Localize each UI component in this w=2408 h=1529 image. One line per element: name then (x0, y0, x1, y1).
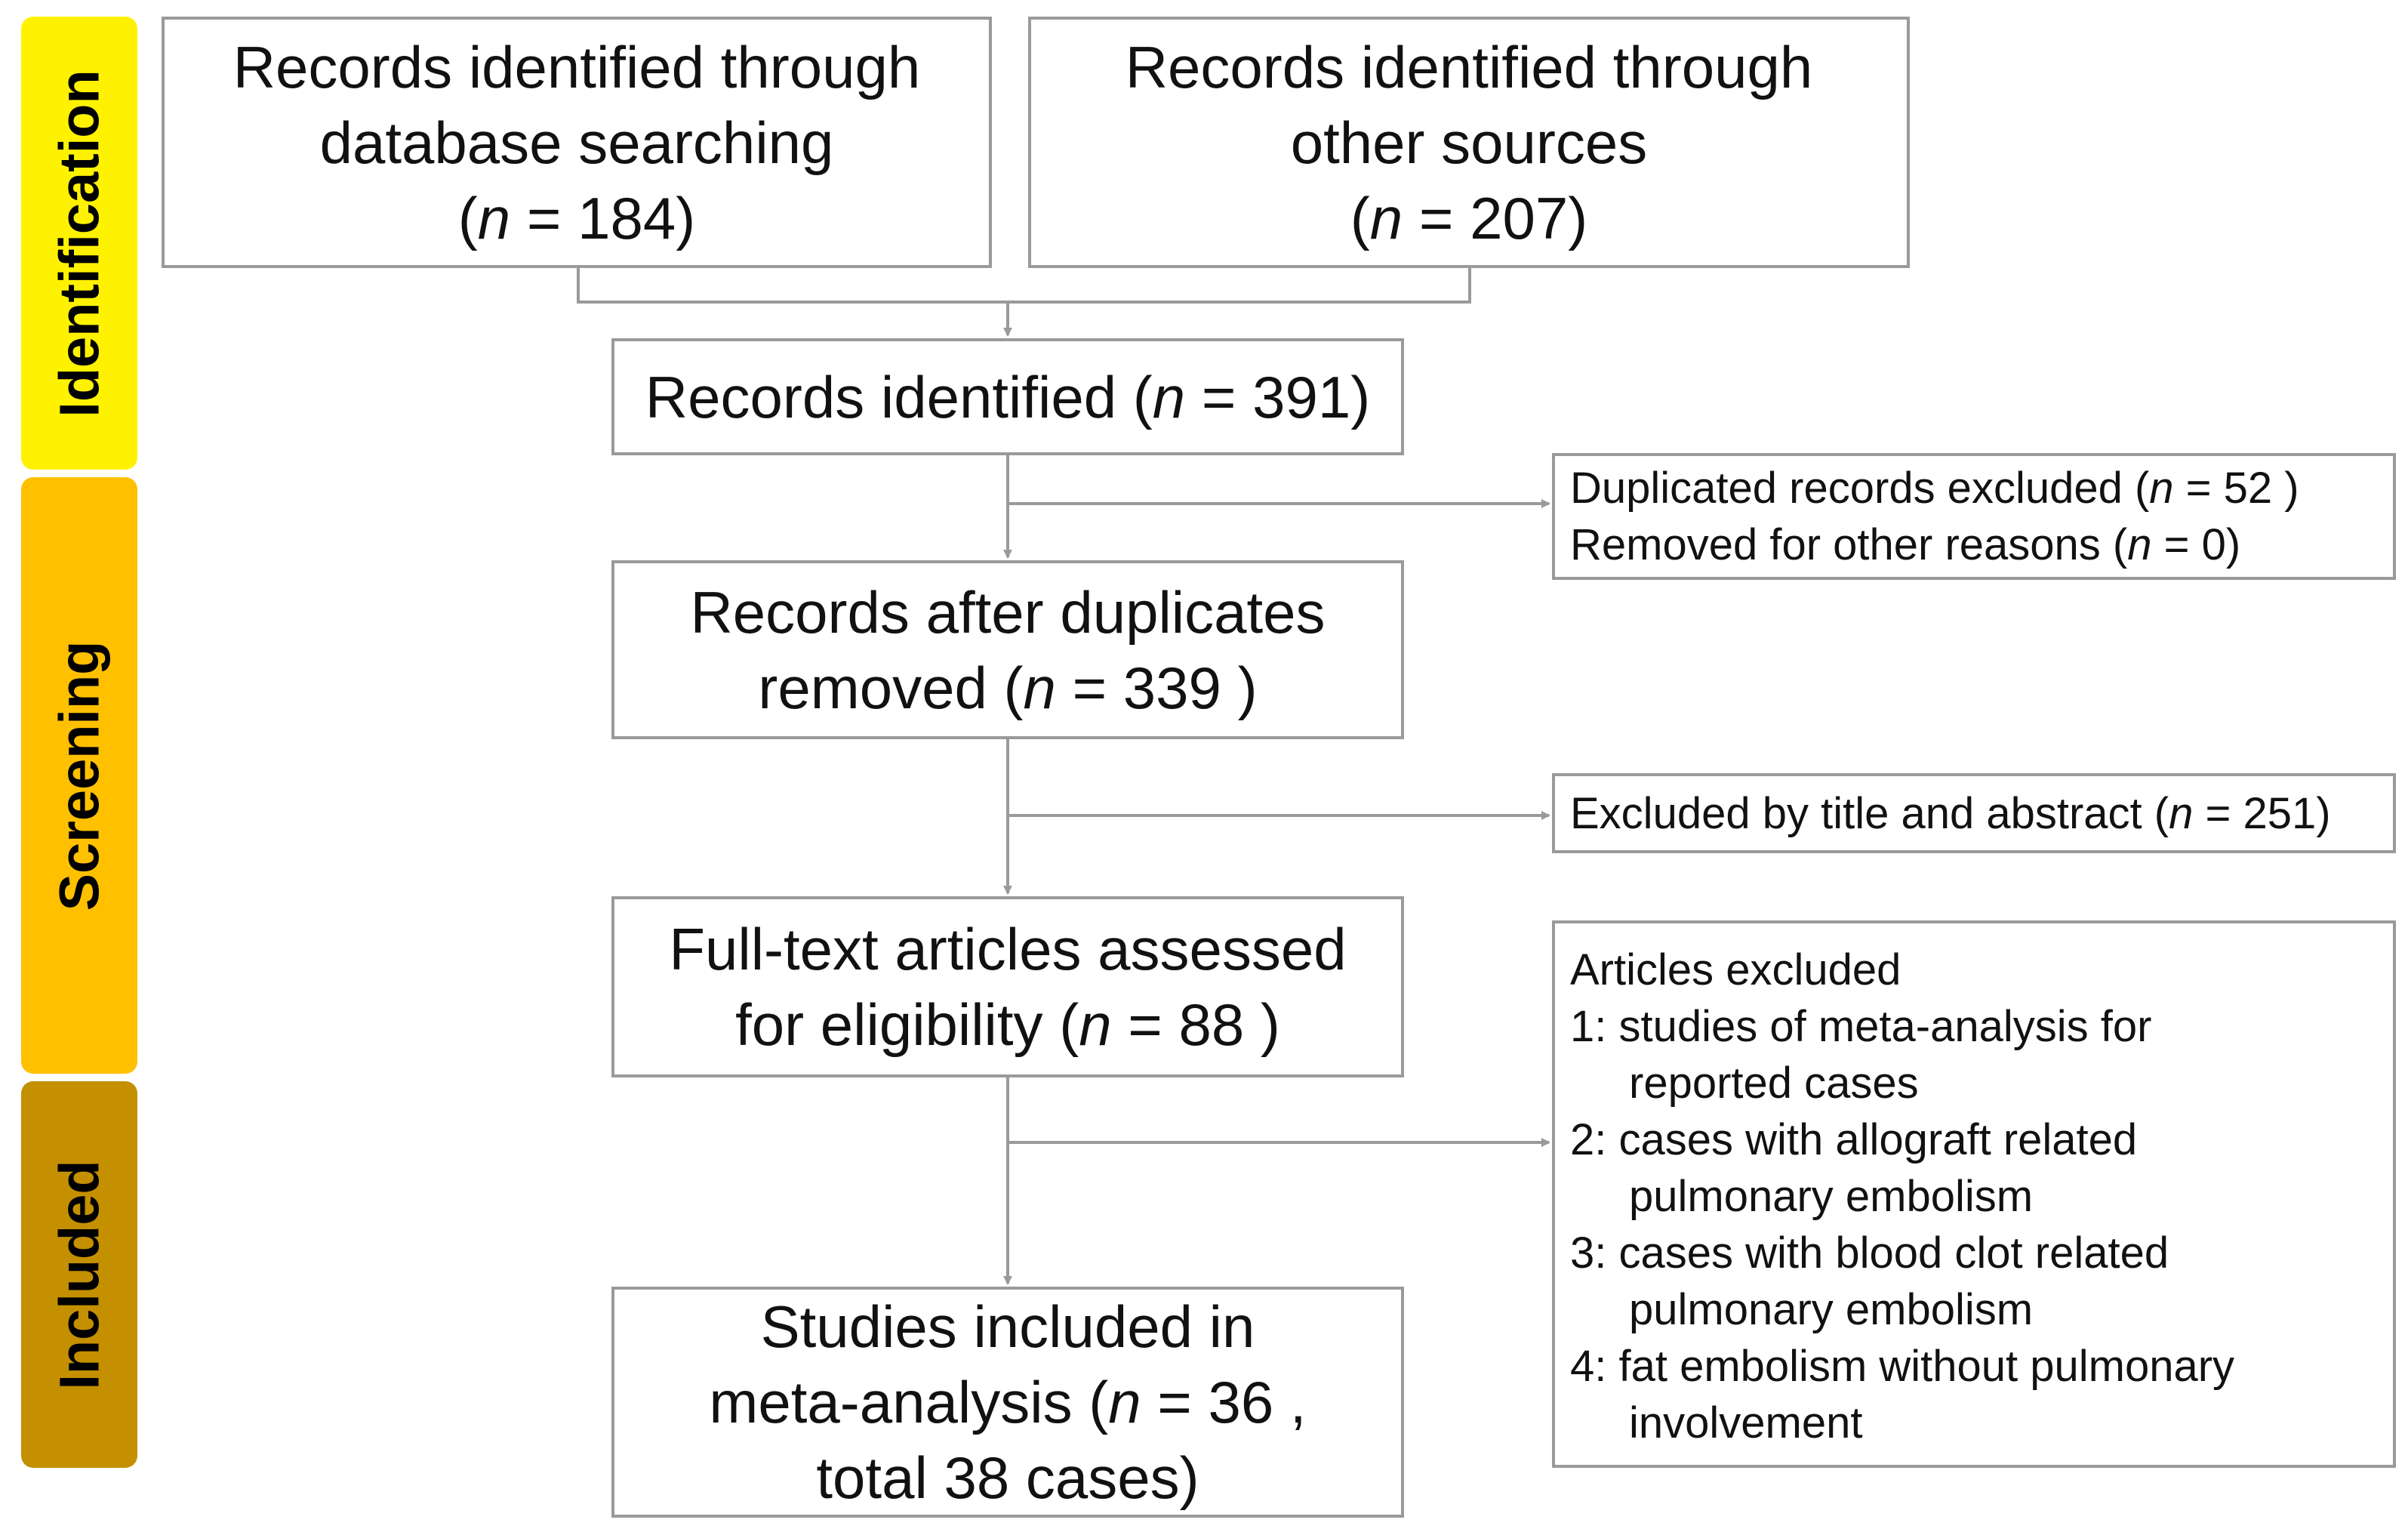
box-other-sources: Records identified through other sources… (1028, 17, 1910, 268)
other-line1: Records identified through (1125, 33, 1813, 100)
box-duplicates-excluded: Duplicated records excluded (n = 52 ) Re… (1552, 453, 2396, 580)
box-database-searching: Records identified through database sear… (162, 17, 992, 268)
exclusion-reason-1: 1: studies of meta-analysis for (1570, 1002, 2152, 1051)
box-title-abstract-excluded: Excluded by title and abstract (n = 251) (1552, 773, 2396, 853)
box-studies-included: Studies included in meta-analysis (n = 3… (611, 1287, 1404, 1518)
box-after-duplicates: Records after duplicates removed (n = 33… (611, 560, 1404, 739)
box-records-identified: Records identified (n = 391) (611, 338, 1404, 455)
db-line1: Records identified through (232, 33, 921, 100)
included-line3: total 38 cases) (816, 1444, 1199, 1511)
exclusion-reason-1-cont: reported cases (1629, 1059, 1919, 1108)
box-full-text: Full-text articles assessed for eligibil… (611, 896, 1404, 1077)
box-articles-excluded: Articles excluded 1: studies of meta-ana… (1552, 920, 2396, 1468)
stage-included: Included (21, 1081, 137, 1468)
after-dup-line1: Records after duplicates (690, 578, 1326, 646)
stage-screening: Screening (21, 477, 137, 1074)
db-count: (n = 184) (457, 184, 696, 251)
other-line2: other sources (1290, 109, 1648, 176)
articles-excluded-heading: Articles excluded (1570, 945, 1901, 994)
removed-other-reasons-line: Removed for other reasons (n = 0) (1570, 520, 2241, 569)
records-identified-text: Records identified (n = 391) (645, 363, 1371, 430)
exclusion-reason-3-cont: pulmonary embolism (1629, 1285, 2034, 1334)
other-count: (n = 207) (1350, 184, 1588, 251)
included-line2: meta-analysis (n = 36 , (709, 1369, 1307, 1435)
stage-identification: Identification (21, 17, 137, 470)
title-abstract-line: Excluded by title and abstract (n = 251) (1570, 788, 2331, 838)
exclusion-reason-2: 2: cases with allograft related (1570, 1115, 2138, 1164)
exclusion-reason-4: 4: fat embolism without pulmonary (1570, 1342, 2235, 1391)
exclusion-reason-3: 3: cases with blood clot related (1570, 1228, 2169, 1278)
exclusion-reason-4-cont: involvement (1629, 1398, 1863, 1447)
exclusion-reason-2-cont: pulmonary embolism (1629, 1172, 2034, 1221)
duplicates-excluded-line: Duplicated records excluded (n = 52 ) (1570, 464, 2299, 513)
full-text-line1: Full-text articles assessed (669, 916, 1347, 982)
included-line1: Studies included in (760, 1293, 1255, 1360)
db-line2: database searching (319, 109, 834, 176)
after-dup-line2: removed (n = 339 ) (758, 654, 1258, 721)
full-text-line2: for eligibility (n = 88 ) (735, 991, 1280, 1058)
